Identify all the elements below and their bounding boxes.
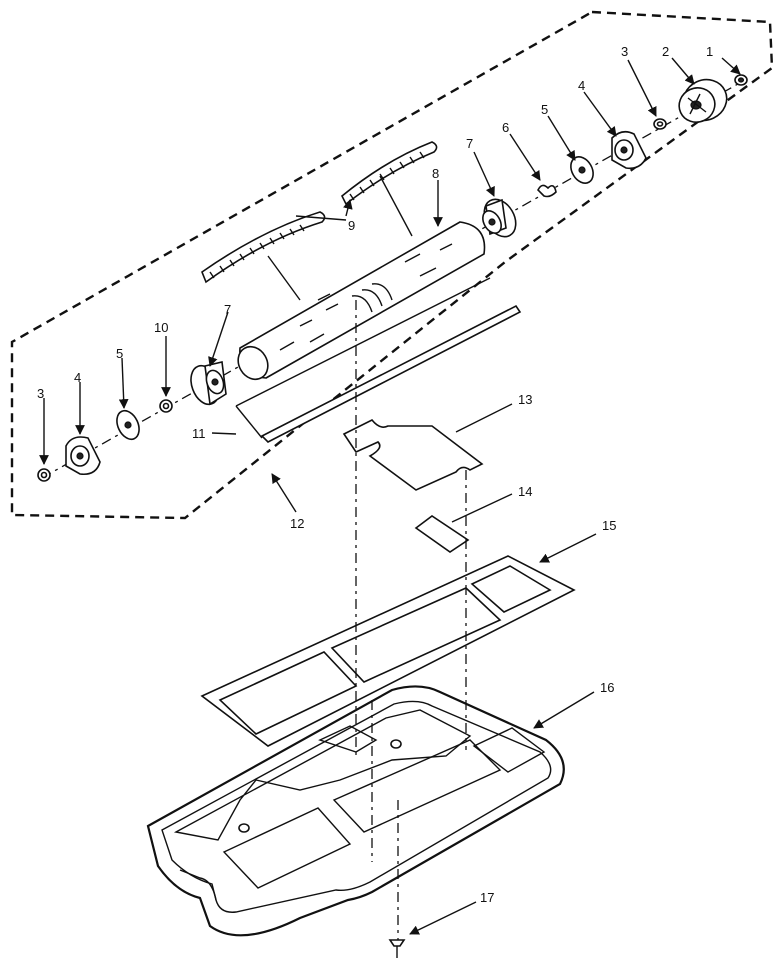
part-5-disc-right xyxy=(570,156,594,184)
callout-17: 17 xyxy=(480,890,494,905)
part-4-bracket-left xyxy=(65,436,101,476)
assembly-boundary xyxy=(10,10,774,520)
callout-3-right: 3 xyxy=(621,44,628,59)
part-3-washer-left xyxy=(37,468,51,482)
callout-2: 2 xyxy=(662,44,669,59)
part-9-brush-strips xyxy=(201,141,438,284)
callout-4-left: 4 xyxy=(74,370,81,385)
callout-11: 11 xyxy=(192,426,206,441)
part-14-pad xyxy=(414,515,470,553)
part-6-clip xyxy=(537,184,557,198)
callout-14: 14 xyxy=(518,484,532,499)
callout-4-right: 4 xyxy=(578,78,585,93)
part-15-gasket xyxy=(200,555,576,747)
callout-5-left: 5 xyxy=(116,346,123,361)
callout-labels: 1 2 3 4 5 6 7 8 9 7 10 5 4 3 11 12 13 14… xyxy=(37,44,713,905)
part-8-brushroll xyxy=(237,221,486,381)
callout-16: 16 xyxy=(600,680,614,695)
callout-8: 8 xyxy=(432,166,439,181)
leader-lines xyxy=(39,57,741,935)
part-3-washer-right xyxy=(653,118,667,130)
part-7-end-cap-left xyxy=(190,361,227,406)
part-4-bracket-right xyxy=(611,130,647,170)
callout-7-right: 7 xyxy=(466,136,473,151)
callout-7-left: 7 xyxy=(224,302,231,317)
part-7-end-cap-right xyxy=(482,198,517,238)
part-1-nut xyxy=(734,74,748,86)
part-16-base-plate xyxy=(146,685,565,937)
callout-6: 6 xyxy=(502,120,509,135)
callout-13: 13 xyxy=(518,392,532,407)
part-11-rod xyxy=(235,277,522,443)
part-2-wheel xyxy=(678,78,728,123)
part-17-screw xyxy=(388,939,406,958)
callout-3-left: 3 xyxy=(37,386,44,401)
callout-12: 12 xyxy=(290,516,304,531)
callout-10: 10 xyxy=(154,320,168,335)
callout-5-right: 5 xyxy=(541,102,548,117)
callout-1: 1 xyxy=(706,44,713,59)
callout-15: 15 xyxy=(602,518,616,533)
part-13-plate xyxy=(342,418,484,491)
callout-9: 9 xyxy=(348,218,355,233)
part-5-disc-left xyxy=(116,409,140,441)
part-10-bearing xyxy=(159,399,173,413)
